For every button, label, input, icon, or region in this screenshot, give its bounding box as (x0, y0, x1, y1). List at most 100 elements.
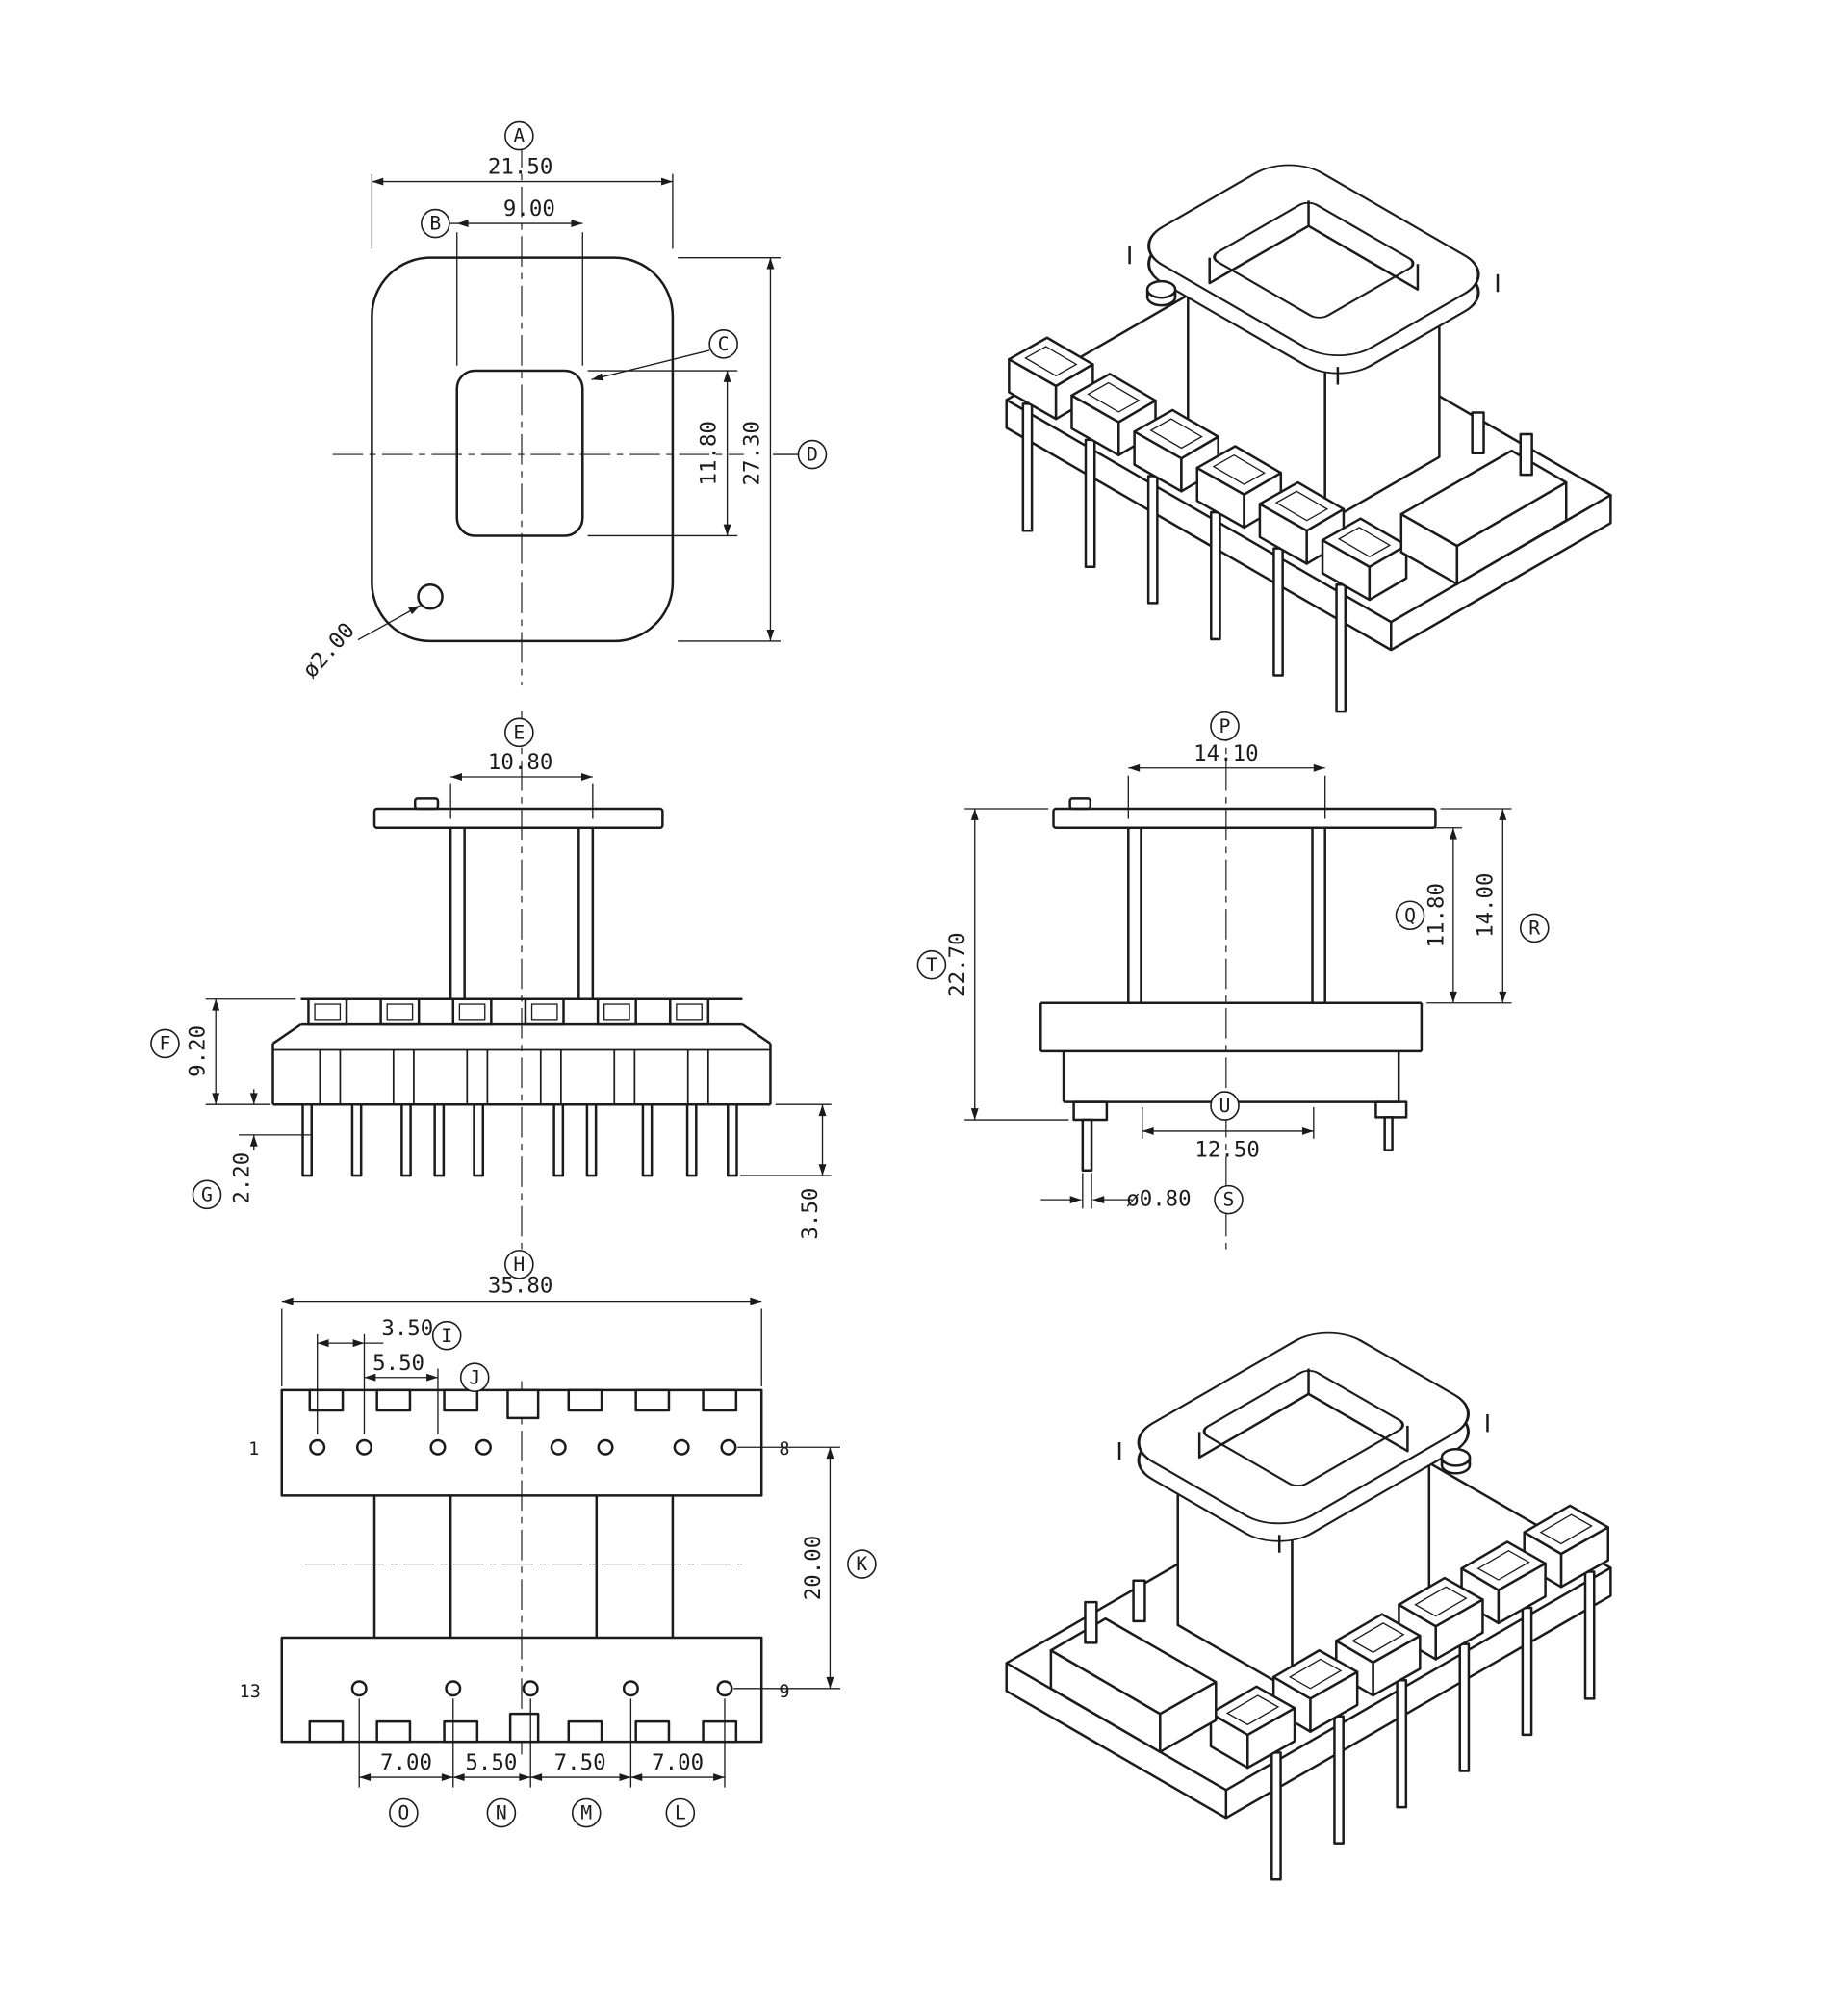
winding-window-edges (372, 1495, 675, 1639)
label-n-circle (486, 1797, 517, 1828)
label-l: L (675, 1802, 686, 1824)
side-view: 14.10 P 22.70 T 11.80 Q 14.00 R U 12.50 (916, 711, 1550, 1254)
bottom-pitch-dimensions: 7.00 5.50 7.50 7.00 O N M L (358, 1698, 726, 1828)
label-c-leader: C (591, 329, 738, 381)
label-p: P (1219, 715, 1231, 737)
label-g: G (201, 1183, 213, 1205)
dimension-j: 5.50 J (364, 1351, 490, 1435)
flange-outline (371, 256, 675, 643)
label-u: U (1219, 1095, 1231, 1117)
front-pins (301, 1102, 738, 1177)
dim-text-hole: ø2.00 (297, 618, 359, 684)
dimension-u: U 12.50 (1142, 1091, 1315, 1162)
label-i-circle (431, 1320, 462, 1351)
dim-text-o: 7.00 (380, 1750, 432, 1775)
label-g-circle (192, 1179, 222, 1210)
dim-text-f: 9.20 (185, 1025, 210, 1077)
column-walls (1127, 827, 1326, 1003)
label-c-circle (708, 329, 738, 359)
dim-text-window-height: 11.80 (697, 421, 722, 485)
bottom-view-geometry (280, 1388, 763, 1744)
right-foot (1374, 1100, 1408, 1119)
base-outline (271, 997, 772, 1106)
label-s: S (1223, 1189, 1235, 1211)
pin-number-9: 9 (779, 1682, 789, 1702)
isometric-view-top (1007, 154, 1611, 711)
pin-number-8: 8 (779, 1439, 789, 1460)
label-d-circle (797, 439, 828, 470)
dimension-a: 21.50 A (371, 120, 674, 249)
top-view-centerlines (332, 137, 744, 686)
label-q-circle (1395, 900, 1425, 931)
top-pin-holes (309, 1438, 737, 1456)
label-s-circle (1214, 1184, 1244, 1215)
label-a: A (513, 125, 525, 147)
dimension-h: 35.80 H (281, 1250, 762, 1386)
top-view: 21.50 A 9.00 B C 11.80 27.30 D ø2.00 (297, 120, 828, 686)
label-o: O (398, 1802, 409, 1824)
pin-number-1: 1 (248, 1439, 259, 1460)
locating-hole (417, 582, 444, 610)
base-outline (1040, 1001, 1424, 1103)
dimension-s: ø0.80 S (1040, 1173, 1244, 1215)
dim-text-q: 11.80 (1424, 883, 1449, 947)
label-j-circle (459, 1362, 490, 1393)
side-view-geometry (1040, 797, 1437, 1173)
label-f-circle (150, 1028, 180, 1059)
label-m-circle (571, 1797, 602, 1828)
top-notches (308, 1388, 738, 1420)
dim-text-a: 21.50 (488, 155, 552, 180)
label-t: T (926, 954, 937, 976)
top-flange (372, 807, 664, 830)
dimension-p: 14.10 P (1127, 711, 1326, 819)
isometric-view-bottom (1007, 1322, 1611, 1879)
label-h-circle (504, 1250, 534, 1279)
bottom-notches (308, 1712, 738, 1744)
dimension-t: 22.70 T (916, 808, 1069, 1121)
label-f: F (160, 1033, 171, 1055)
label-b: B (429, 213, 441, 235)
top-view-geometry (371, 256, 675, 643)
header-slots (307, 997, 710, 1026)
bottom-view: 1 8 13 9 35.80 H 3.50 I 5.50 J 20.00 K (240, 1250, 877, 1828)
dim-text-l: 7.00 (652, 1750, 704, 1775)
dimension-pin-length: 3.50 (739, 1103, 832, 1240)
label-t-circle (916, 949, 947, 980)
label-k-circle (847, 1549, 877, 1579)
dimension-d: 27.30 D (678, 257, 828, 642)
dim-text-k: 20.00 (801, 1536, 826, 1600)
label-a-circle (504, 120, 534, 151)
base-ribs (319, 1049, 709, 1105)
dim-text-n: 5.50 (465, 1750, 517, 1775)
dimension-f: 9.20 F (150, 998, 296, 1105)
dim-text-d: 27.30 (740, 421, 765, 485)
label-j: J (469, 1366, 480, 1388)
side-pin-right (1383, 1116, 1394, 1151)
dim-text-i: 3.50 (381, 1316, 433, 1341)
label-o-circle (389, 1797, 419, 1828)
front-view: 10.80 E 9.20 F 2.20 G 3.50 (150, 711, 832, 1251)
label-m: M (580, 1802, 592, 1824)
bottom-centerlines (304, 1381, 743, 1755)
top-button (1068, 797, 1091, 811)
label-p-circle (1210, 711, 1240, 741)
dim-text-m: 7.50 (554, 1750, 606, 1775)
label-r: R (1528, 918, 1540, 940)
dim-text-s: ø0.80 (1126, 1187, 1191, 1212)
label-h: H (513, 1254, 525, 1276)
dimension-i: 3.50 I (317, 1316, 462, 1435)
label-e: E (513, 721, 525, 743)
pin-number-13: 13 (240, 1682, 261, 1702)
label-u-circle (1210, 1091, 1240, 1121)
dim-text-b: 9.00 (503, 196, 555, 221)
dimension-window-height: 11.80 (587, 370, 738, 537)
label-r-circle (1519, 913, 1550, 943)
dim-text-p: 14.10 (1194, 741, 1258, 766)
label-b-circle (421, 208, 450, 239)
label-q: Q (1404, 904, 1416, 926)
front-view-geometry (271, 797, 772, 1177)
label-n: N (496, 1802, 507, 1824)
dim-text-e: 10.80 (488, 750, 552, 775)
